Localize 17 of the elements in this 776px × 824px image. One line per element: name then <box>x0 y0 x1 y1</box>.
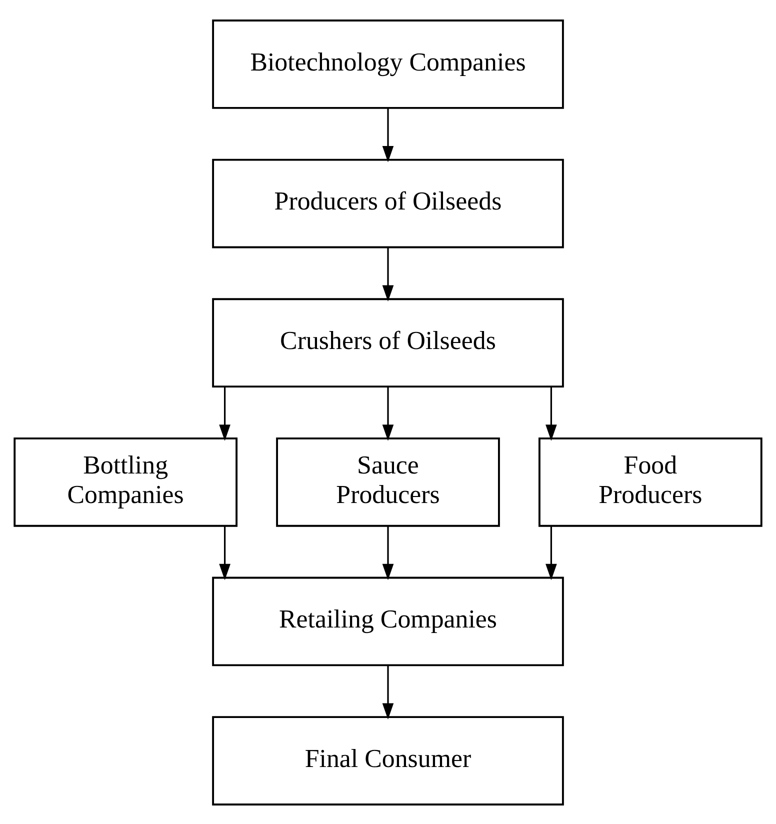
arrow <box>546 526 557 580</box>
arrow <box>219 386 230 440</box>
arrow <box>382 665 394 719</box>
arrow <box>382 108 394 162</box>
node-box: Biotechnology Companies <box>212 19 564 108</box>
node-box: Final Consumer <box>212 716 564 805</box>
node-box: Sauce Producers <box>276 436 500 526</box>
node-box: Bottling Companies <box>14 436 238 526</box>
arrow <box>546 386 557 440</box>
node-box: Retailing Companies <box>212 576 564 666</box>
node-box: Crushers of Oilseeds <box>212 298 564 388</box>
node-box: Producers of Oilseeds <box>212 158 564 248</box>
arrow <box>382 386 394 440</box>
arrow <box>382 247 394 301</box>
arrow <box>382 526 394 580</box>
node-box: Food Producers <box>538 436 762 526</box>
arrow <box>219 526 230 580</box>
